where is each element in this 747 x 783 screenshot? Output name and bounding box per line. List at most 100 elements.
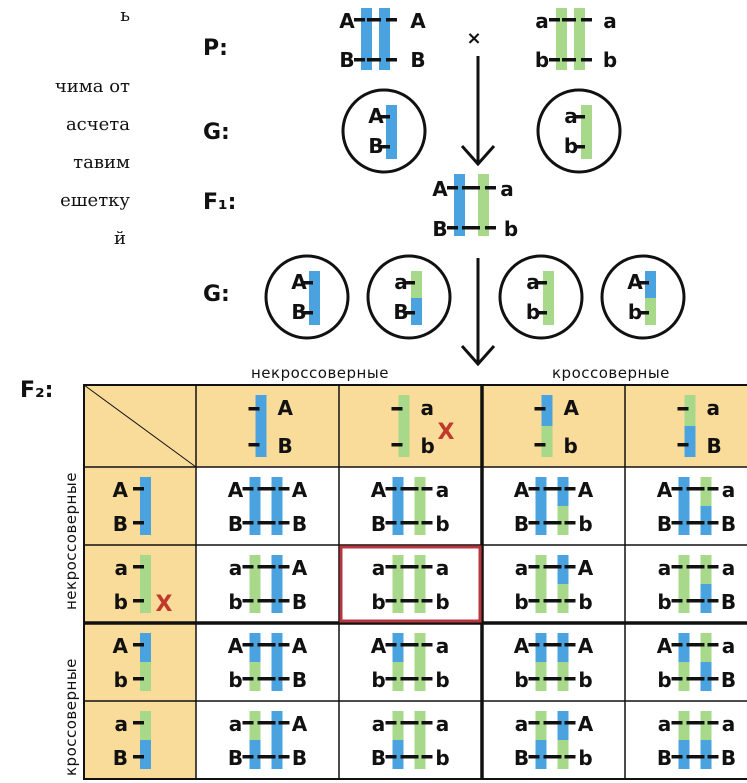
chromosome-segment xyxy=(678,477,690,506)
chromosome-segment xyxy=(414,477,426,506)
locus-mark xyxy=(707,677,719,681)
allele-label: A xyxy=(292,478,308,502)
allele-label: b xyxy=(435,746,449,770)
chromosome-segment xyxy=(535,633,547,662)
locus-mark xyxy=(400,521,419,525)
allele-label: a xyxy=(436,634,450,658)
locus-mark xyxy=(278,487,290,491)
chromosome-segment xyxy=(645,271,656,298)
allele-label: A xyxy=(564,396,580,420)
chromosome-segment xyxy=(271,477,283,506)
chromosome-segment xyxy=(309,298,320,325)
allele-label: b xyxy=(435,590,449,614)
chromosome-segment xyxy=(478,205,489,236)
locus-mark xyxy=(302,281,313,285)
locus-mark xyxy=(543,677,562,681)
locus-mark xyxy=(638,311,649,315)
locus-mark xyxy=(133,565,144,569)
locus-mark xyxy=(543,755,562,759)
locus-mark xyxy=(534,443,546,447)
chromosome-segment xyxy=(140,477,151,506)
chromosome-segment xyxy=(392,662,404,691)
chromosome-segment xyxy=(557,633,569,662)
locus-mark xyxy=(278,599,290,603)
chromosome-segment xyxy=(271,662,283,691)
column-group-crossover: кроссоверные xyxy=(552,364,670,382)
chromosome-segment xyxy=(678,584,690,613)
locus-mark xyxy=(562,18,576,22)
gamete-circle xyxy=(341,88,427,174)
chromosome-segment xyxy=(140,633,151,662)
locus-mark xyxy=(133,521,144,525)
header-row xyxy=(84,385,747,467)
allele-label: B xyxy=(721,668,736,692)
locus-mark xyxy=(543,721,562,725)
locus-mark xyxy=(536,281,547,285)
allele-label: B xyxy=(514,746,529,770)
locus-mark xyxy=(257,643,276,647)
allele-label: b xyxy=(228,590,242,614)
locus-mark xyxy=(367,18,381,22)
chromosome-segment xyxy=(249,555,261,584)
chromosome-segment xyxy=(411,298,422,325)
chromosome-segment xyxy=(557,662,569,691)
allele-label: B xyxy=(371,746,386,770)
chromosome-segment xyxy=(140,662,151,691)
allele-label: B xyxy=(371,512,386,536)
allele-label: A xyxy=(514,634,530,658)
allele-label: b xyxy=(371,668,385,692)
chromosome-segment xyxy=(541,395,553,426)
chromosome-segment xyxy=(271,555,283,584)
allele-label: A xyxy=(627,270,643,294)
allele-label: a xyxy=(603,9,617,33)
allele-label: b xyxy=(514,668,528,692)
chromosome-segment xyxy=(678,506,690,535)
column-group-noncrossover: некроссоверные xyxy=(251,364,389,382)
gamete-circle xyxy=(366,254,452,340)
excluded-mark: X xyxy=(156,592,173,617)
locus-mark xyxy=(707,755,719,759)
locus-mark xyxy=(421,643,433,647)
locus-mark xyxy=(534,407,546,411)
allele-label: A xyxy=(657,634,673,658)
allele-label: b xyxy=(578,746,592,770)
locus-mark xyxy=(564,643,576,647)
arrow-head xyxy=(460,145,496,167)
highlighted-cell xyxy=(339,545,482,623)
locus-mark xyxy=(485,186,496,190)
allele-label: B xyxy=(292,590,307,614)
locus-mark xyxy=(564,599,576,603)
locus-mark xyxy=(671,721,683,725)
intro-text: ь чима от асчета тавим ешетку й xyxy=(0,0,130,258)
table-border xyxy=(83,384,747,780)
allele-label: B xyxy=(228,512,243,536)
chromosome-segment xyxy=(574,39,585,70)
locus-mark xyxy=(564,565,576,569)
cross-symbol: × xyxy=(466,28,481,49)
intro-line: ь xyxy=(120,5,130,26)
allele-label: b xyxy=(578,590,592,614)
chromosome-segment xyxy=(414,506,426,535)
label-f1: F₁: xyxy=(203,190,237,215)
locus-mark xyxy=(391,407,403,411)
chromosome-segment xyxy=(414,584,426,613)
allele-label: B xyxy=(721,590,736,614)
allele-label: a xyxy=(229,712,243,736)
allele-label: A xyxy=(292,556,308,580)
locus-mark xyxy=(543,565,562,569)
chromosome-segment xyxy=(392,584,404,613)
locus-mark xyxy=(536,311,547,315)
locus-mark xyxy=(421,487,433,491)
locus-mark xyxy=(242,565,254,569)
locus-mark xyxy=(133,599,144,603)
allele-label: B xyxy=(410,48,425,72)
locus-mark xyxy=(421,677,433,681)
locus-mark xyxy=(242,677,254,681)
gamete-circle xyxy=(264,254,350,340)
locus-mark xyxy=(248,407,260,411)
locus-mark xyxy=(385,721,397,725)
chromosome-segment xyxy=(414,633,426,662)
locus-mark xyxy=(528,565,540,569)
locus-mark xyxy=(686,521,705,525)
corner-diagonal xyxy=(83,384,197,468)
